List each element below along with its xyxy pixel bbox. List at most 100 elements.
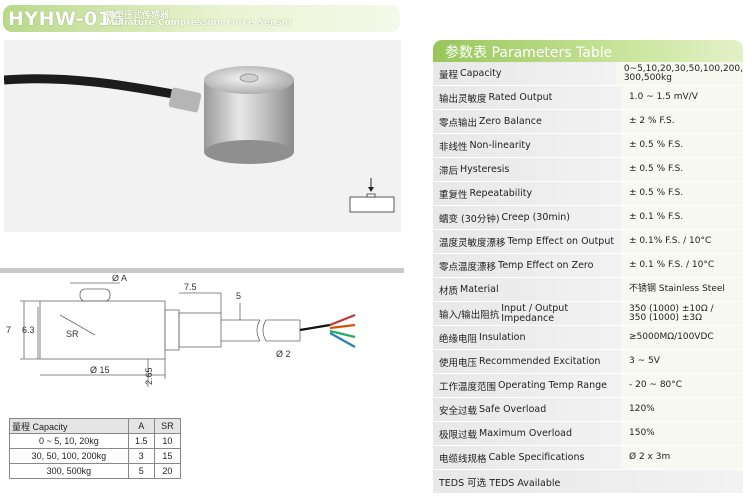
param-value: ≥5000MΩ/100VDC <box>621 326 743 349</box>
teds-row: TEDS 可选 TEDS Available <box>433 470 743 494</box>
dim-5-label: 5 <box>236 291 241 301</box>
param-label-en: Repeatability <box>469 187 533 199</box>
param-label-en: Recommended Excitation <box>479 355 601 367</box>
param-value: ± 0.1 % F.S. / 10°C <box>621 254 743 277</box>
param-value: Ø 2 x 3m <box>621 446 743 469</box>
param-label-cn: 输入/输出阻抗 <box>439 309 500 321</box>
param-label-en: Non-linearity <box>469 139 531 151</box>
dim-sr-label: SR <box>66 329 79 339</box>
param-label-cn: 使用电压 <box>439 357 478 369</box>
param-value: ± 2 % F.S. <box>621 110 743 133</box>
table-cell: 20 <box>153 463 182 479</box>
table-cell: 300, 500kg <box>9 463 129 479</box>
product-name-en: Miniature Compression Force Sensor <box>106 18 293 28</box>
table-cell: 15 <box>153 448 182 464</box>
table-header-row: 量程 Capacity A SR <box>9 418 182 434</box>
param-value: ± 0.5 % F.S. <box>621 134 743 157</box>
param-value: ± 0.5 % F.S. <box>621 182 743 205</box>
param-label-en: Temp Effect on Zero <box>498 259 594 271</box>
param-label-cn: 零点输出 <box>439 117 478 129</box>
param-row: 蠕变 (30分钟)Creep (30min)± 0.1 % F.S. <box>433 206 743 230</box>
table-row: 30, 50, 100, 200kg 3 15 <box>9 448 182 464</box>
param-label-en: Temp Effect on Output <box>507 235 615 247</box>
param-label-en: Insulation <box>479 331 526 343</box>
param-label-en: Safe Overload <box>479 403 547 415</box>
table-cell: 30, 50, 100, 200kg <box>9 448 129 464</box>
param-label-en: Input / Output Impedance <box>501 303 569 324</box>
teds-label: TEDS 可选 TEDS Available <box>433 470 743 493</box>
param-label-cn: 量程 <box>439 69 459 81</box>
param-value: 120% <box>621 398 743 421</box>
param-value: 不锈钢 Stainless Steel <box>621 278 743 301</box>
table-cell: 10 <box>153 433 182 449</box>
param-label-en: Rated Output <box>488 91 553 103</box>
table-row: 300, 500kg 5 20 <box>9 463 182 479</box>
table-header: SR <box>153 418 182 434</box>
param-label-cn: 输出灵敏度 <box>439 93 487 105</box>
param-label-cn: 材质 <box>439 285 459 297</box>
param-value: 1.0 ~ 1.5 mV/V <box>621 86 743 109</box>
param-value: ± 0.1 % F.S. <box>621 206 743 229</box>
param-label-cn: 滞后 <box>439 165 459 177</box>
param-label-cn: 温度灵敏度漂移 <box>439 237 506 249</box>
load-direction-icon <box>349 178 395 213</box>
param-value: 3 ~ 5V <box>621 350 743 373</box>
param-value: 350 (1000) ±10Ω / 350 (1000) ±3Ω <box>621 302 743 325</box>
table-cell: 5 <box>127 463 155 479</box>
param-label-en: Hysteresis <box>460 163 510 175</box>
dim-6-3-label: 6.3 <box>22 325 35 335</box>
param-label-en: Capacity <box>460 67 502 79</box>
param-value: 150% <box>621 422 743 445</box>
param-value: - 20 ~ 80°C <box>621 374 743 397</box>
param-label-cn: 安全过载 <box>439 405 478 417</box>
param-label-en: Material <box>460 283 499 295</box>
table-header: A <box>127 418 155 434</box>
dim-7-label: 7 <box>6 325 11 335</box>
table-row: 0 ~ 5, 10, 20kg 1.5 10 <box>9 433 182 449</box>
dim-a-label: Ø A <box>112 275 127 283</box>
model-number: HYHW-015 <box>8 8 126 30</box>
param-label-en: Creep (30min) <box>501 211 571 223</box>
param-label-en: Zero Balance <box>479 115 542 127</box>
table-cell: 3 <box>127 448 155 464</box>
dim-15-label: Ø 15 <box>90 365 110 375</box>
dim-7-5-label: 7.5 <box>184 282 197 292</box>
dimension-table: 量程 Capacity A SR 0 ~ 5, 10, 20kg 1.5 10 … <box>9 418 182 479</box>
dim-2-65-label: 2.65 <box>144 367 154 385</box>
table-header: 量程 Capacity <box>9 418 129 434</box>
param-label-en: Cable Specifications <box>488 451 585 463</box>
param-value: ± 0.1% F.S. / 10°C <box>621 230 743 253</box>
drawing-divider <box>0 268 404 273</box>
param-label: 蠕变 (30分钟)Creep (30min) <box>433 206 621 229</box>
param-label-en: Maximum Overload <box>479 427 572 439</box>
parameters-heading: 参数表 Parameters Table <box>433 40 743 62</box>
param-label-cn: 零点温度漂移 <box>439 261 497 273</box>
